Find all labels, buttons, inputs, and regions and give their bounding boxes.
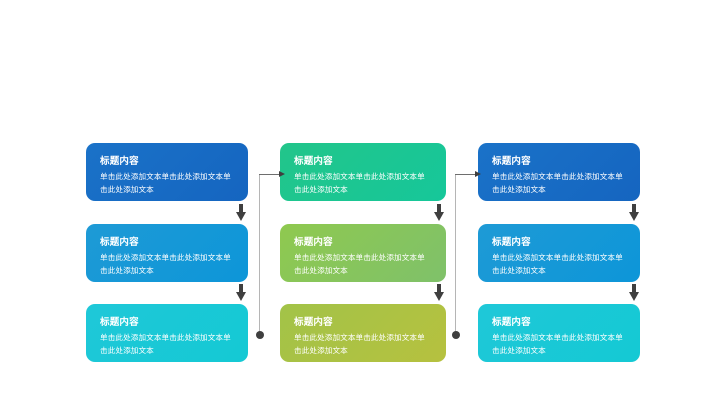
- arrow-shaft: [632, 284, 636, 293]
- card-title: 标题内容: [294, 237, 333, 248]
- card-title: 标题内容: [492, 237, 531, 248]
- card-body: 单击此处添加文本单击此处添加文本单击此处添加文本: [294, 172, 425, 194]
- arrow-shaft: [239, 204, 243, 213]
- process-card-c3r1[interactable]: 标题内容 单击此处添加文本单击此处添加文本单击此处添加文本: [478, 143, 640, 201]
- connector-horizontal-line: [259, 174, 279, 175]
- arrow-head: [434, 292, 444, 301]
- arrow-down-icon: [433, 284, 445, 301]
- arrow-right-icon: [475, 170, 481, 177]
- arrow-down-icon: [235, 204, 247, 221]
- connector-endpoint-dot: [255, 331, 264, 339]
- arrow-down-icon: [235, 284, 247, 301]
- process-card-c3r2[interactable]: 标题内容 单击此处添加文本单击此处添加文本单击此处添加文本: [478, 224, 640, 282]
- arrow-head: [629, 292, 639, 301]
- arrow-head: [236, 292, 246, 301]
- card-body: 单击此处添加文本单击此处添加文本单击此处添加文本: [294, 333, 425, 355]
- process-card-c1r2[interactable]: 标题内容 单击此处添加文本单击此处添加文本单击此处添加文本: [86, 224, 248, 282]
- arrow-down-icon: [433, 204, 445, 221]
- arrow-shaft: [239, 284, 243, 293]
- card-title: 标题内容: [100, 317, 139, 328]
- arrow-shaft: [632, 204, 636, 213]
- card-title: 标题内容: [100, 237, 139, 248]
- card-body: 单击此处添加文本单击此处添加文本单击此处添加文本: [294, 253, 425, 275]
- arrow-head: [236, 212, 246, 221]
- arrow-right-icon: [279, 170, 285, 177]
- card-body: 单击此处添加文本单击此处添加文本单击此处添加文本: [100, 253, 231, 275]
- connector-horizontal-line: [455, 174, 475, 175]
- arrow-down-icon: [628, 284, 640, 301]
- bracket-col2-to-col3: [451, 170, 483, 339]
- card-body: 单击此处添加文本单击此处添加文本单击此处添加文本: [492, 172, 623, 194]
- card-body: 单击此处添加文本单击此处添加文本单击此处添加文本: [492, 333, 623, 355]
- arrow-head: [629, 212, 639, 221]
- card-title: 标题内容: [100, 156, 139, 167]
- card-body: 单击此处添加文本单击此处添加文本单击此处添加文本: [100, 333, 231, 355]
- card-title: 标题内容: [294, 156, 333, 167]
- card-title: 标题内容: [492, 156, 531, 167]
- card-body: 单击此处添加文本单击此处添加文本单击此处添加文本: [492, 253, 623, 275]
- process-card-c1r1[interactable]: 标题内容 单击此处添加文本单击此处添加文本单击此处添加文本: [86, 143, 248, 201]
- connector-vertical-line: [455, 174, 456, 335]
- bracket-col1-to-col2: [255, 170, 287, 339]
- process-card-c2r3[interactable]: 标题内容 单击此处添加文本单击此处添加文本单击此处添加文本: [280, 304, 446, 362]
- arrow-head: [434, 212, 444, 221]
- card-body: 单击此处添加文本单击此处添加文本单击此处添加文本: [100, 172, 231, 194]
- process-card-c2r1[interactable]: 标题内容 单击此处添加文本单击此处添加文本单击此处添加文本: [280, 143, 446, 201]
- process-card-c1r3[interactable]: 标题内容 单击此处添加文本单击此处添加文本单击此处添加文本: [86, 304, 248, 362]
- arrow-down-icon: [628, 204, 640, 221]
- connector-vertical-line: [259, 174, 260, 335]
- process-card-c3r3[interactable]: 标题内容 单击此处添加文本单击此处添加文本单击此处添加文本: [478, 304, 640, 362]
- connector-endpoint-dot: [451, 331, 460, 339]
- process-card-c2r2[interactable]: 标题内容 单击此处添加文本单击此处添加文本单击此处添加文本: [280, 224, 446, 282]
- arrow-shaft: [437, 284, 441, 293]
- arrow-shaft: [437, 204, 441, 213]
- card-title: 标题内容: [294, 317, 333, 328]
- card-title: 标题内容: [492, 317, 531, 328]
